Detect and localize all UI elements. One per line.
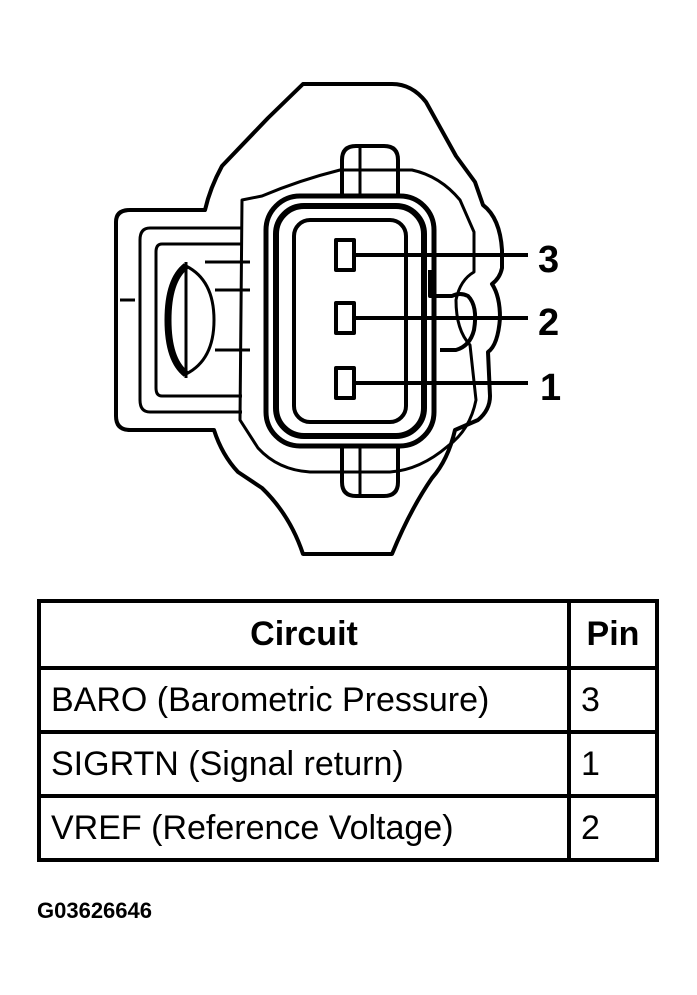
connector-latch-frame (138, 226, 242, 414)
pin-terminal-2 (334, 301, 356, 335)
pin-cell: 2 (567, 794, 659, 862)
pin-terminal-1 (334, 366, 356, 400)
table-header-row: Circuit Pin (37, 599, 659, 670)
table-row: BARO (Barometric Pressure) 3 (37, 666, 659, 734)
connector-latch-tab (164, 263, 189, 377)
pin-cell: 3 (567, 666, 659, 734)
connector-drawing (114, 82, 528, 556)
circuit-cell: SIGRTN (Signal return) (37, 730, 571, 798)
column-header-circuit: Circuit (37, 599, 571, 670)
connector-shroud-inner (292, 218, 408, 424)
pin-terminal-3 (334, 238, 356, 272)
table-row: VREF (Reference Voltage) 2 (37, 794, 659, 862)
connector-right-lock (428, 270, 478, 352)
pin-table: Circuit Pin BARO (Barometric Pressure) 3… (37, 599, 659, 862)
pin-label-3: 3 (538, 239, 560, 281)
connector-shroud-mid (273, 203, 427, 439)
diagram-code: G03626646 (37, 898, 152, 923)
column-header-pin: Pin (567, 599, 659, 670)
circuit-cell: VREF (Reference Voltage) (37, 794, 571, 862)
connector-shroud-outer (263, 193, 437, 449)
pin-label-1: 1 (540, 367, 562, 409)
connector-outer-housing (114, 82, 504, 556)
circuit-cell: BARO (Barometric Pressure) (37, 666, 571, 734)
connector-latch-tab-edge (185, 264, 216, 376)
connector-inner-outline (238, 168, 478, 474)
table-row: SIGRTN (Signal return) 1 (37, 730, 659, 798)
pin-cell: 1 (567, 730, 659, 798)
connector-top-key (340, 144, 400, 196)
pin-label-2: 2 (538, 302, 560, 344)
connector-latch-inner (154, 242, 242, 398)
connector-bottom-key (340, 448, 400, 498)
